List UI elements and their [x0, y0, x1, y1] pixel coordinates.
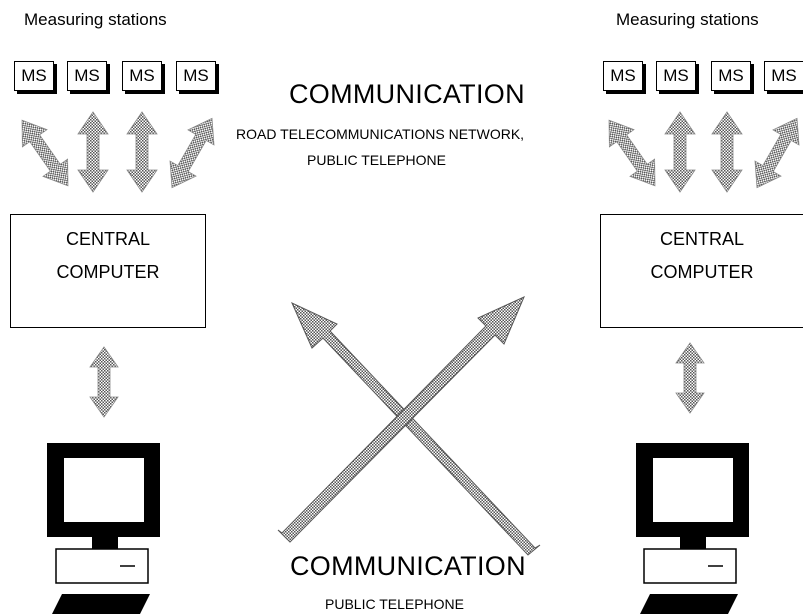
bottom-telephone-label: PUBLIC TELEPHONE: [325, 596, 465, 612]
left-station-arrow-2: [77, 111, 109, 193]
right-ms-box-2: MS: [656, 61, 696, 91]
right-terminal-icon: [636, 443, 749, 614]
left-station-arrow-4: [158, 110, 226, 196]
left-ms-box-4: MS: [176, 61, 216, 91]
right-central-label-1: CENTRAL: [659, 229, 744, 249]
top-communication-heading: COMMUNICATION: [289, 79, 525, 109]
right-station-arrow-4: [743, 110, 803, 196]
right-ms-box-3: MS: [711, 61, 751, 91]
cross-arrow-to-upper-left: [291, 301, 541, 556]
top-network-label: ROAD TELECOMMUNICATIONS NETWORK,: [236, 126, 525, 142]
left-terminal-icon: [47, 443, 160, 614]
left-ms-box-1: MS: [14, 61, 54, 91]
right-ms-box-1: MS: [603, 61, 643, 91]
right-computer-link-arrow: [675, 342, 705, 414]
left-ms-box-3: MS: [122, 61, 162, 91]
left-station-arrow-3: [126, 111, 158, 193]
right-station-arrow-1: [596, 111, 668, 195]
right-central-computer-box: CENTRAL COMPUTER: [600, 214, 803, 328]
left-station-arrow-1: [9, 111, 81, 195]
right-ms-box-4: MS: [764, 61, 803, 91]
left-stations-title: Measuring stations: [24, 10, 167, 29]
right-station-arrow-3: [711, 111, 743, 193]
top-telephone-label: PUBLIC TELEPHONE: [307, 152, 447, 168]
left-central-label-1: CENTRAL: [65, 229, 150, 249]
left-ms-box-2: MS: [67, 61, 107, 91]
right-station-arrow-2: [664, 111, 696, 193]
right-central-label-2: COMPUTER: [650, 262, 754, 282]
left-central-label-2: COMPUTER: [56, 262, 160, 282]
left-central-computer-box: CENTRAL COMPUTER: [10, 214, 206, 328]
right-stations-title: Measuring stations: [616, 10, 759, 29]
bottom-communication-heading: COMMUNICATION: [290, 551, 526, 581]
cross-arrow-to-upper-right: [277, 296, 525, 543]
left-computer-link-arrow: [89, 346, 119, 418]
